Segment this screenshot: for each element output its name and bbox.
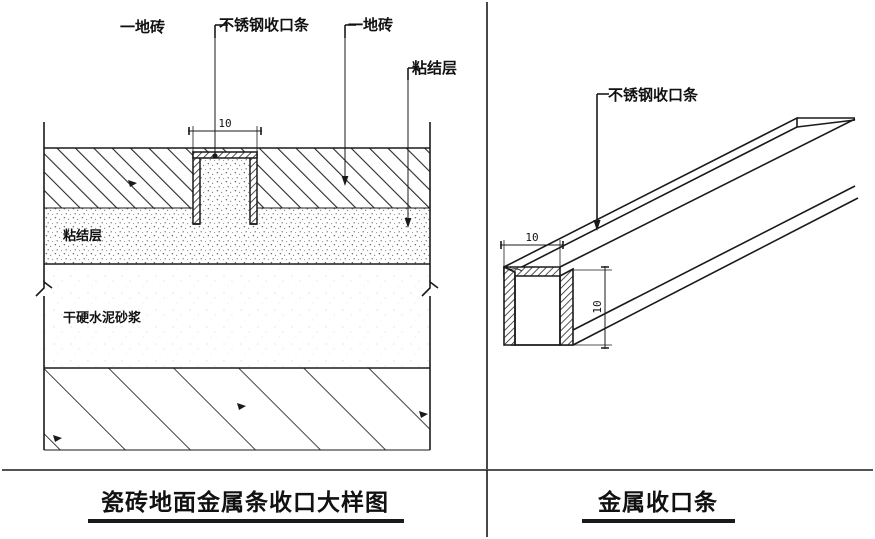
iso-width-dimension: 10 — [500, 231, 564, 266]
left-boundary — [35, 122, 53, 450]
iso-left-wall-face — [503, 265, 516, 346]
iso-right-wall-top — [572, 185, 856, 331]
mark-slab-left — [53, 435, 62, 442]
right-panel-title: 金属收口条 — [597, 489, 718, 516]
left-title-block: 瓷砖地面金属条收口大样图 — [88, 489, 404, 523]
mark-tile-left — [128, 180, 137, 187]
iso-cavity-outline — [514, 276, 561, 346]
iso-right-wall-bottom — [572, 197, 859, 346]
iso-leader-arrow — [593, 220, 601, 231]
channel-left-wall — [192, 150, 201, 225]
leader-tile-right-arrow — [341, 176, 349, 186]
label-tile-right: 一地砖 — [348, 16, 393, 34]
bonding-layer-label: 粘结层 — [62, 228, 102, 244]
right-title-block: 金属收口条 — [582, 489, 735, 523]
slab-layer-fill — [44, 368, 430, 450]
mortar-layer-fill — [44, 264, 430, 368]
iso-leader — [593, 93, 609, 231]
leader-steel-strip-dot — [212, 153, 218, 159]
channel-width-dimension: 10 — [188, 117, 262, 152]
channel-void-fill — [200, 158, 250, 224]
iso-height-dimension: 10 — [573, 266, 612, 349]
iso-top-back-edge2 — [796, 119, 856, 128]
iso-web-nick — [508, 268, 523, 272]
channel-width-value: 10 — [218, 117, 231, 130]
left-section-drawing: 10 粘结层 干硬水泥砂浆 — [35, 16, 457, 451]
mark-slab-right — [419, 411, 428, 418]
channel-top-web — [192, 151, 258, 159]
channel-right-wall — [249, 150, 258, 225]
left-panel-title: 瓷砖地面金属条收口大样图 — [101, 489, 389, 516]
iso-height-value: 10 — [591, 300, 604, 313]
left-break-symbol — [35, 280, 53, 297]
mortar-layer-label: 干硬水泥砂浆 — [63, 310, 142, 326]
hatch-reference-marks — [53, 180, 428, 442]
iso-inner-top-edge — [559, 118, 856, 268]
iso-h-ticks — [601, 266, 609, 349]
iso-width-value: 10 — [525, 231, 538, 244]
iso-right-wall-face — [559, 267, 574, 346]
label-steel-strip: 不锈钢收口条 — [219, 16, 310, 34]
mark-slab-mid — [237, 403, 246, 410]
label-tile-left: 一地砖 — [120, 18, 165, 36]
steel-channel-section — [192, 150, 258, 225]
iso-w-ticks — [500, 241, 564, 249]
right-break-symbol — [421, 280, 439, 297]
label-steel-strip-iso: 不锈钢收口条 — [608, 86, 699, 104]
left-panel-leaders — [212, 24, 419, 228]
iso-end-section — [503, 265, 574, 346]
right-isometric-drawing: 10 10 不锈钢收口条 — [500, 86, 859, 349]
label-bond-layer: 粘结层 — [412, 59, 457, 77]
right-boundary — [421, 122, 439, 450]
leader-bond-arrow — [404, 218, 412, 228]
dim-ticks — [188, 127, 262, 135]
